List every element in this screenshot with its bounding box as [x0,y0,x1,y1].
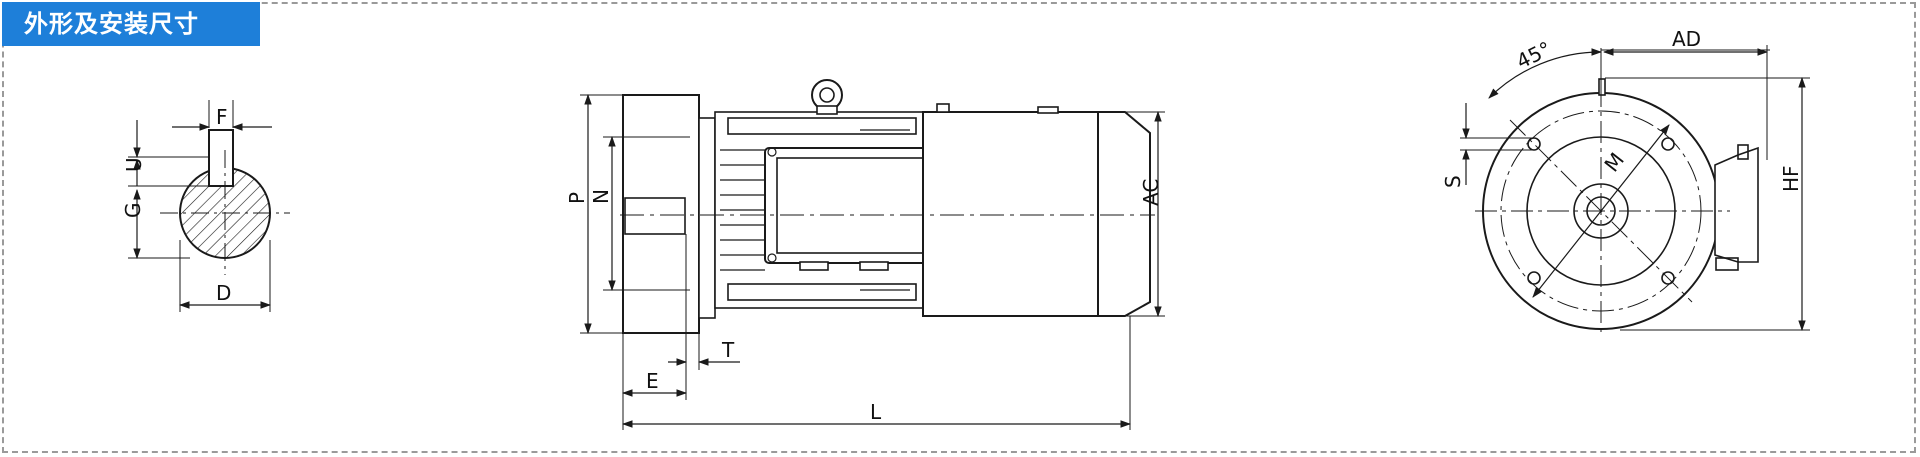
dim-label-45deg: 45° [1513,37,1555,74]
flange-spigot [698,117,716,319]
dim-label-N: N [589,189,613,204]
dim-label-L: L [870,400,882,424]
front-terminal-box [1714,146,1759,263]
dim-label-G: G [121,203,145,219]
front-view-dimensions [1460,45,1810,332]
dim-label-U: U [122,157,146,172]
dim-label-AD: AD [1672,27,1701,51]
brake-housing [922,111,1099,317]
terminal-box-inner [776,157,924,254]
dim-label-F: F [216,105,228,129]
dim-label-E: E [646,369,659,393]
output-shaft [624,197,686,235]
dim-label-HF: HF [1779,165,1803,192]
dim-label-P: P [565,192,589,204]
dim-label-D: D [216,281,231,305]
cooling-fins [720,129,910,291]
fan-cover [1097,111,1151,317]
dim-label-T: T [721,338,735,362]
key-outline [208,129,234,187]
side-view-dimensions [580,93,1165,430]
shaft-section-view [128,100,290,312]
motor-side-view [622,79,1151,334]
dim-label-S: S [1441,175,1465,188]
section-title: 外形及安装尺寸 [2,2,260,46]
motor-front-view [1482,78,1759,330]
dim-label-AC: AC [1139,179,1163,206]
